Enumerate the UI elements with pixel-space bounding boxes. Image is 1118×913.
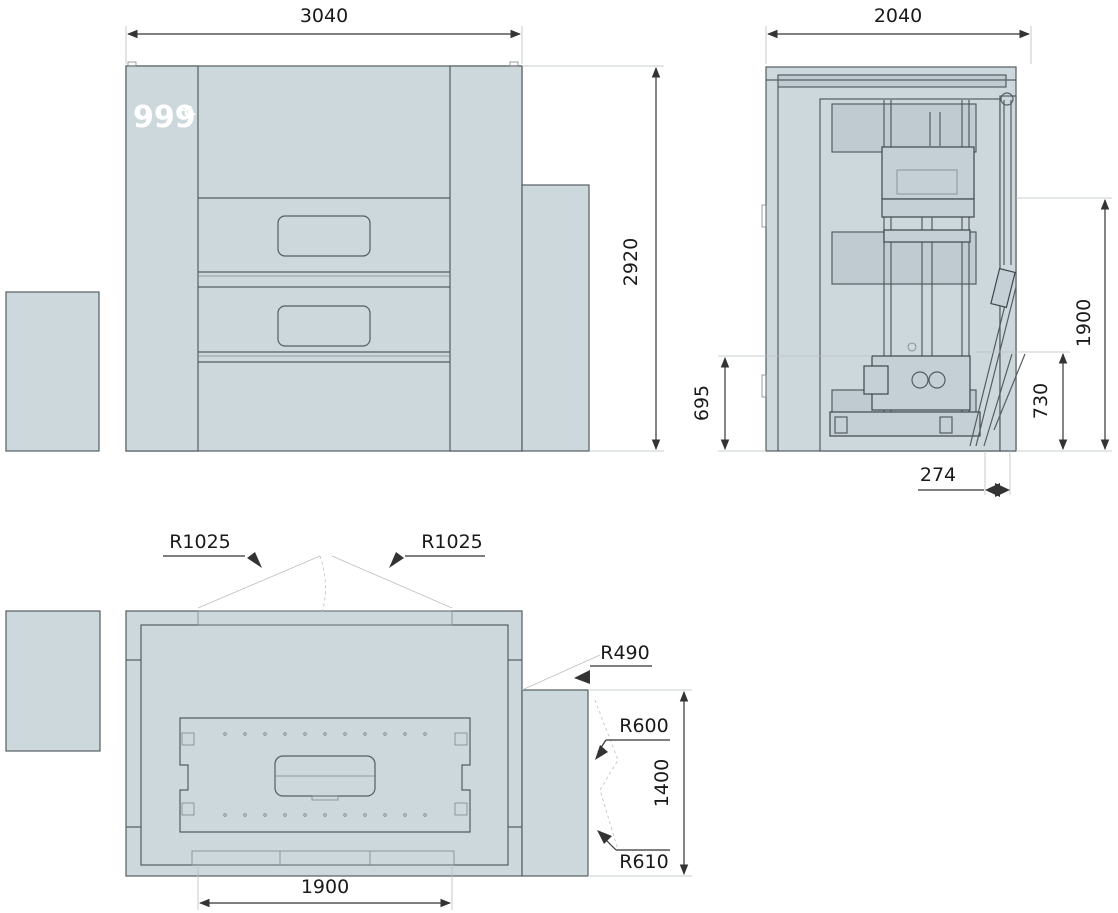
logo-suffix: HL xyxy=(178,104,196,118)
radius-lower-label: R610 xyxy=(619,851,668,873)
radius-right-label: R1025 xyxy=(421,531,483,553)
side-height-inner-label: 730 xyxy=(1030,383,1052,419)
side-width-label: 2040 xyxy=(874,5,922,27)
side-height-left-label: 695 xyxy=(691,385,713,421)
radius-side-label: R490 xyxy=(600,642,649,664)
top-depth-label: 1400 xyxy=(651,759,673,807)
side-offset-label: 274 xyxy=(920,464,956,486)
front-left-column xyxy=(125,65,199,452)
side-door xyxy=(969,92,1026,452)
logo-mark: 999 xyxy=(133,100,196,135)
top-side-cabinet xyxy=(5,610,101,752)
front-width-label: 3040 xyxy=(300,5,348,27)
side-height-right-label: 1900 xyxy=(1073,299,1095,347)
top-view: R1025 R1025 R490 R600 R610 1400 1900 xyxy=(5,531,692,910)
front-lower-window xyxy=(277,305,371,347)
front-aux-unit xyxy=(521,184,590,452)
front-view: 999 HL 3040 2920 xyxy=(5,5,664,452)
front-side-cabinet xyxy=(5,291,100,452)
press-mechanism xyxy=(829,100,981,437)
side-view: 2040 1900 695 730 274 xyxy=(691,5,1112,497)
front-right-column xyxy=(449,65,523,452)
top-opening-label: 1900 xyxy=(301,876,349,898)
bed-plate xyxy=(179,717,471,833)
top-aux-unit xyxy=(521,689,589,877)
radius-upper-label: R600 xyxy=(619,715,668,737)
front-height-label: 2920 xyxy=(620,238,642,286)
front-upper-window xyxy=(277,215,371,257)
radius-left-label: R1025 xyxy=(169,531,231,553)
